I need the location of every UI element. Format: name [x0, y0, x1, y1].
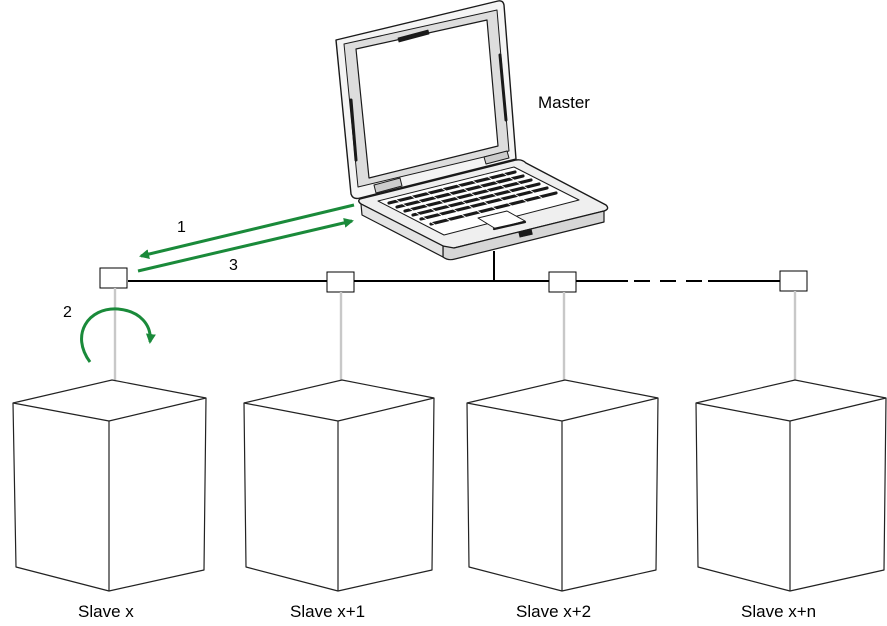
- slave-x-device: [12, 379, 207, 592]
- slave-xn-device: [695, 379, 887, 592]
- bus-connector-slave-x2: [548, 271, 577, 293]
- slave-label: Slave x+2: [516, 602, 591, 621]
- bus-connector-slave-x1: [326, 271, 355, 293]
- bus-connector-slave-x: [99, 267, 128, 289]
- slave-label: Slave x: [78, 602, 134, 621]
- slave-x2-device: [466, 379, 659, 592]
- response-arrow: [137, 217, 354, 273]
- slave-x1-device: [243, 379, 435, 592]
- slave-label: Slave x+1: [290, 602, 365, 621]
- processing-rotation-arrow: [80, 307, 156, 363]
- master-label: Master: [538, 93, 590, 112]
- request-arrow: [139, 203, 355, 259]
- laptop-icon: [335, 0, 609, 261]
- step-number-1: 1: [177, 219, 186, 236]
- step-number-2: 2: [63, 304, 72, 321]
- bus-connector-slave-xn: [779, 270, 808, 292]
- step-number-3: 3: [229, 257, 238, 274]
- slave-label: Slave x+n: [741, 602, 816, 621]
